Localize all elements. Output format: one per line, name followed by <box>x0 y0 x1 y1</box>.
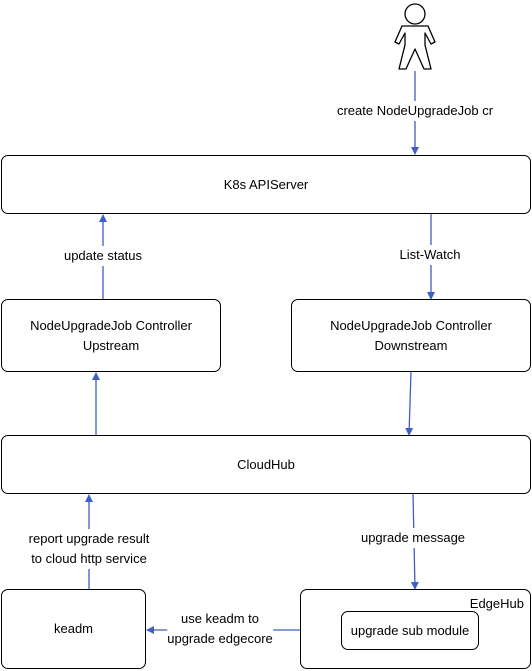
node-upstream-label-line-1: NodeUpgradeJob Controller <box>30 317 192 333</box>
node-keadm-label: keadm <box>53 621 94 636</box>
edge-label-list-watch: List-Watch <box>399 245 461 265</box>
node-downstream-label-line-1: NodeUpgradeJob Controller <box>330 317 492 333</box>
node-upgrade-submodule: upgrade sub module <box>341 611 479 650</box>
edge-label-use-keadm-line-2: upgrade edgecore <box>167 631 273 646</box>
edge-label-report-line-1: report upgrade result <box>28 531 150 546</box>
edge-label-use-keadm: use keadm to upgrade edgecore <box>167 609 273 649</box>
node-apiserver-label: K8s APIServer <box>223 176 309 192</box>
edge-downstream-to-cloudhub-line <box>405 371 414 436</box>
node-upstream-controller: NodeUpgradeJob Controller Upstream <box>1 299 221 372</box>
node-cloudhub: CloudHub <box>1 435 531 494</box>
edge-label-update-status: update status <box>63 246 143 266</box>
node-apiserver: K8s APIServer <box>1 155 531 214</box>
node-upgrade-submodule-label: upgrade sub module <box>350 622 470 638</box>
node-downstream-label-line-2: Downstream <box>374 337 448 353</box>
node-keadm: keadm <box>1 589 146 669</box>
edge-label-report: report upgrade result to cloud http serv… <box>28 529 150 569</box>
node-cloudhub-label: CloudHub <box>237 456 295 472</box>
node-edgehub-title: EdgeHub <box>469 596 524 611</box>
edge-label-upgrade-message: upgrade message <box>360 528 466 548</box>
node-downstream-controller: NodeUpgradeJob Controller Downstream <box>291 299 531 372</box>
edge-label-use-keadm-line-1: use keadm to <box>180 611 260 626</box>
user-stick-figure-icon <box>394 3 436 70</box>
edge-label-report-line-2: to cloud http service <box>31 551 147 566</box>
edge-label-create: create NodeUpgradeJob cr <box>336 101 494 121</box>
node-upstream-label-line-2: Upstream <box>82 337 140 353</box>
